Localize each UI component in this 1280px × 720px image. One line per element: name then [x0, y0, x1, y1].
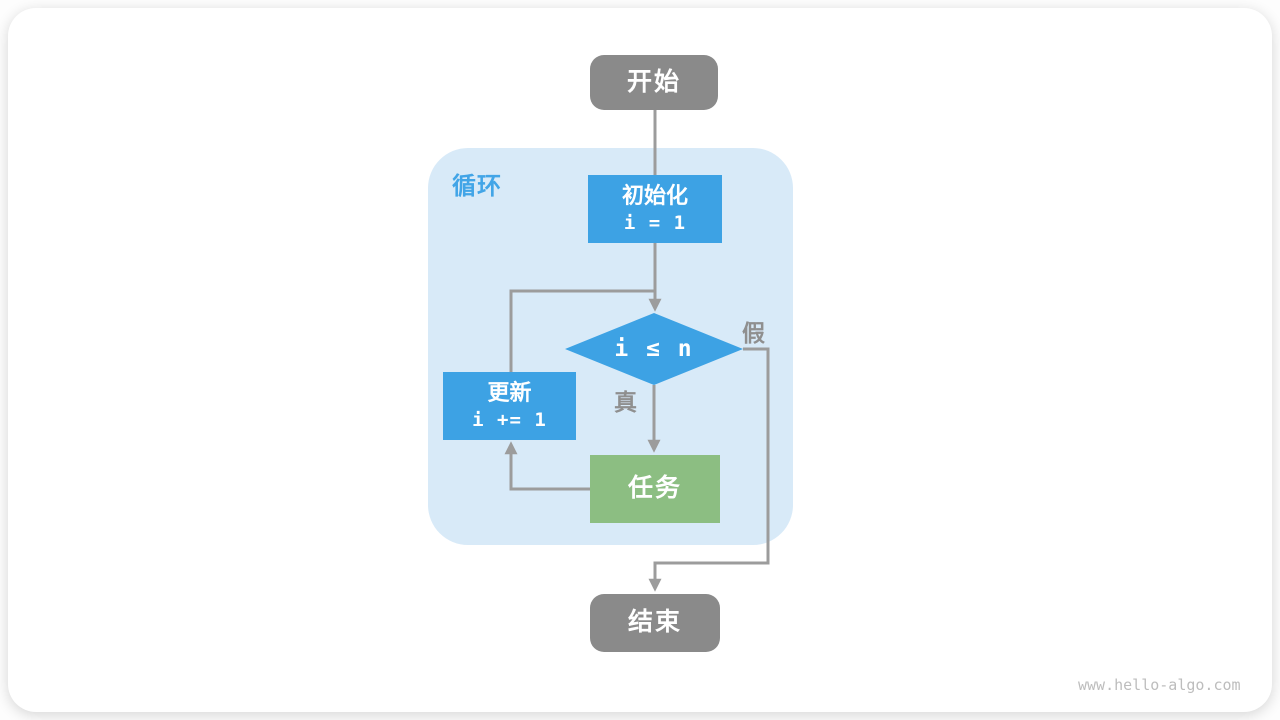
start-node-label: 开始: [626, 67, 681, 96]
update-node-code: i += 1: [472, 408, 547, 431]
init-node-title: 初始化: [621, 183, 688, 209]
branch-label-true: 真: [614, 389, 637, 415]
branch-label-false: 假: [742, 320, 765, 346]
init-node: 初始化 i = 1: [588, 175, 722, 243]
init-node-code: i = 1: [623, 211, 687, 234]
loop-group-label: 循环: [452, 173, 502, 200]
task-node: 任务: [590, 455, 720, 523]
update-node: 更新 i += 1: [443, 372, 576, 440]
condition-node-label: i ≤ n: [614, 336, 694, 362]
end-node-label: 结束: [627, 608, 682, 637]
update-node-title: 更新: [487, 380, 532, 406]
watermark: www.hello-algo.com: [1078, 676, 1241, 694]
end-node: 结束: [590, 594, 720, 652]
start-node: 开始: [590, 55, 718, 110]
task-node-label: 任务: [627, 474, 682, 503]
